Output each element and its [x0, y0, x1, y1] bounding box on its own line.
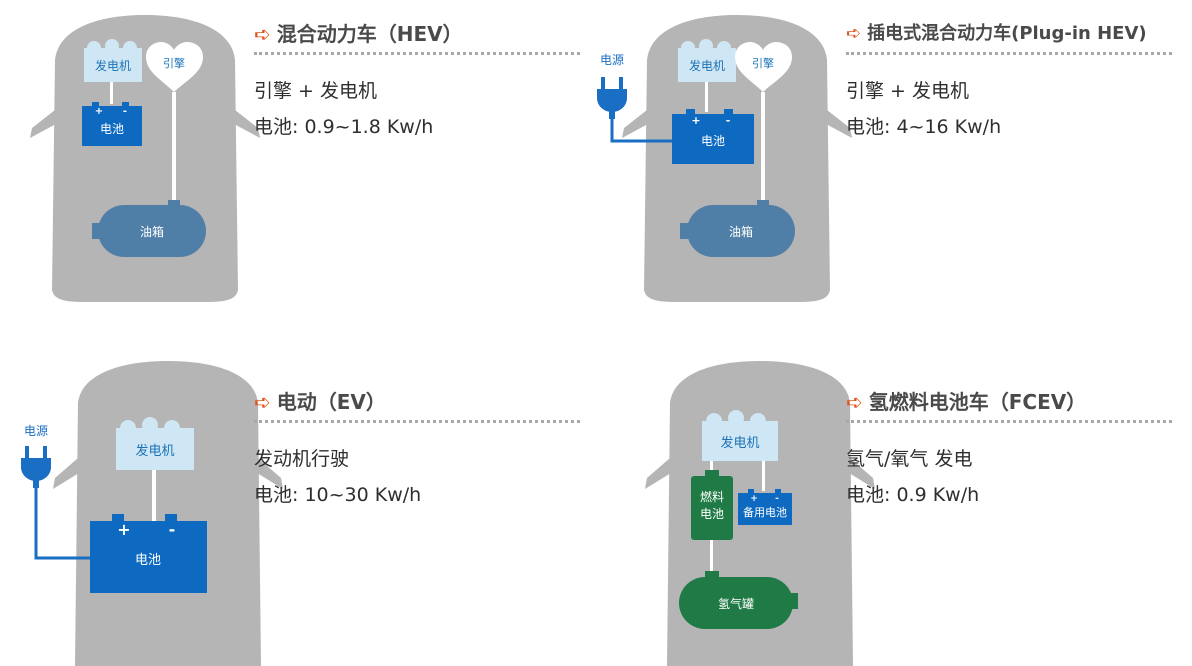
ev-title: ➪电动（EV）	[254, 390, 386, 414]
minus-sign: -	[726, 114, 731, 127]
fuel-tank-label: 油箱	[729, 224, 753, 239]
fuel-tank-block: 油箱	[680, 200, 795, 257]
power-source-label: 电源	[600, 53, 624, 67]
generator-battery-connector	[110, 82, 113, 104]
battery-label: 电池	[135, 553, 161, 568]
generator-cell-connector	[710, 461, 713, 477]
plus-sign: +	[117, 520, 130, 539]
engine-tank-connector	[761, 92, 765, 204]
car-body	[30, 15, 260, 302]
battery-block: + - 电池	[90, 514, 207, 593]
minus-sign: -	[169, 520, 176, 539]
generator-battery-connector	[152, 470, 156, 522]
engine-tank-connector	[172, 92, 176, 204]
fcev-info: ➪氢燃料电池车（FCEV） 氢气/氧气 发电 电池: 0.9 Kw/h	[846, 388, 1172, 513]
fuel-cell-label-1: 燃料	[700, 489, 724, 504]
battery-block: + - 电池	[672, 109, 754, 164]
power-source-label: 电源	[24, 424, 48, 438]
generator-block: 发电机	[116, 417, 194, 470]
generator-label: 发电机	[95, 58, 131, 73]
engine-label: 引擎	[752, 56, 774, 70]
title-divider	[254, 52, 580, 55]
ev-line-1: 发动机行驶	[254, 448, 350, 470]
hev-line-1: 引擎 + 发电机	[254, 80, 377, 102]
title-divider	[846, 52, 1172, 55]
arrow-icon: ➪	[846, 390, 863, 414]
battery-label: 电池	[701, 134, 725, 148]
engine-heart-icon: 引擎	[146, 42, 203, 92]
fcev-line-1: 氢气/氧气 发电	[846, 448, 973, 470]
generator-label: 发电机	[689, 58, 725, 73]
plus-sign: +	[691, 114, 700, 127]
hydrogen-tank-label: 氢气罐	[718, 596, 754, 611]
plus-sign: +	[95, 106, 103, 117]
minus-sign: -	[123, 106, 127, 117]
power-plug-icon	[597, 77, 627, 119]
ev-car-diagram: 电源 发电机 + - 电池	[21, 361, 283, 666]
generator-label: 发电机	[135, 443, 174, 459]
phev-car-diagram: 电源 发电机 + - 电池 引擎 油箱	[597, 15, 852, 302]
fuel-tank-label: 油箱	[140, 224, 164, 239]
battery-label: 电池	[100, 122, 124, 136]
phev-line-1: 引擎 + 发电机	[846, 80, 969, 102]
arrow-icon: ➪	[846, 23, 862, 44]
generator-block: 发电机	[702, 410, 778, 461]
hev-title: ➪混合动力车（HEV）	[254, 22, 463, 46]
phev-line-2: 电池: 4~16 Kw/h	[846, 116, 1002, 138]
plug-cable	[610, 118, 674, 143]
arrow-icon: ➪	[254, 22, 271, 46]
title-divider	[846, 420, 1172, 423]
hev-car-diagram: 发电机 + - 电池 引擎 油箱	[30, 15, 260, 302]
ev-info: ➪电动（EV） 发动机行驶 电池: 10~30 Kw/h	[254, 388, 580, 513]
fcev-line-2: 电池: 0.9 Kw/h	[846, 484, 980, 506]
cell-tank-connector	[710, 540, 713, 575]
engine-heart-icon: 引擎	[735, 42, 792, 92]
hev-info: ➪混合动力车（HEV） 引擎 + 发电机 电池: 0.9~1.8 Kw/h	[254, 20, 580, 145]
backup-battery-label: 备用电池	[743, 505, 787, 519]
ev-line-2: 电池: 10~30 Kw/h	[254, 484, 422, 506]
minus-sign: -	[775, 494, 779, 504]
phev-title: ➪插电式混合动力车(Plug-in HEV)	[846, 23, 1147, 44]
battery-block: + - 电池	[82, 102, 142, 146]
title-divider	[254, 420, 580, 423]
hydrogen-tank-block: 氢气罐	[679, 571, 798, 629]
fuel-tank-block: 油箱	[92, 200, 206, 257]
fuel-cell-label-2: 电池	[700, 507, 724, 521]
plus-sign: +	[750, 494, 758, 504]
car-body	[53, 361, 283, 666]
fuel-cell-block: 燃料 电池	[691, 470, 733, 540]
phev-info: ➪插电式混合动力车(Plug-in HEV) 引擎 + 发电机 电池: 4~16…	[846, 20, 1172, 145]
engine-label: 引擎	[163, 56, 185, 70]
fcev-title: ➪氢燃料电池车（FCEV）	[846, 390, 1087, 414]
generator-label: 发电机	[720, 435, 759, 451]
power-plug-icon	[21, 446, 51, 488]
hev-line-2: 电池: 0.9~1.8 Kw/h	[254, 116, 434, 138]
fcev-car-diagram: 发电机 燃料 电池 + - 备用电池 氢气罐	[645, 361, 875, 666]
arrow-icon: ➪	[254, 390, 271, 414]
generator-block: 发电机	[84, 39, 142, 82]
generator-backup-connector	[762, 461, 765, 491]
plug-cable	[34, 487, 92, 560]
generator-battery-connector	[705, 82, 708, 112]
backup-battery-block: + - 备用电池	[738, 489, 792, 525]
generator-block: 发电机	[678, 39, 736, 82]
